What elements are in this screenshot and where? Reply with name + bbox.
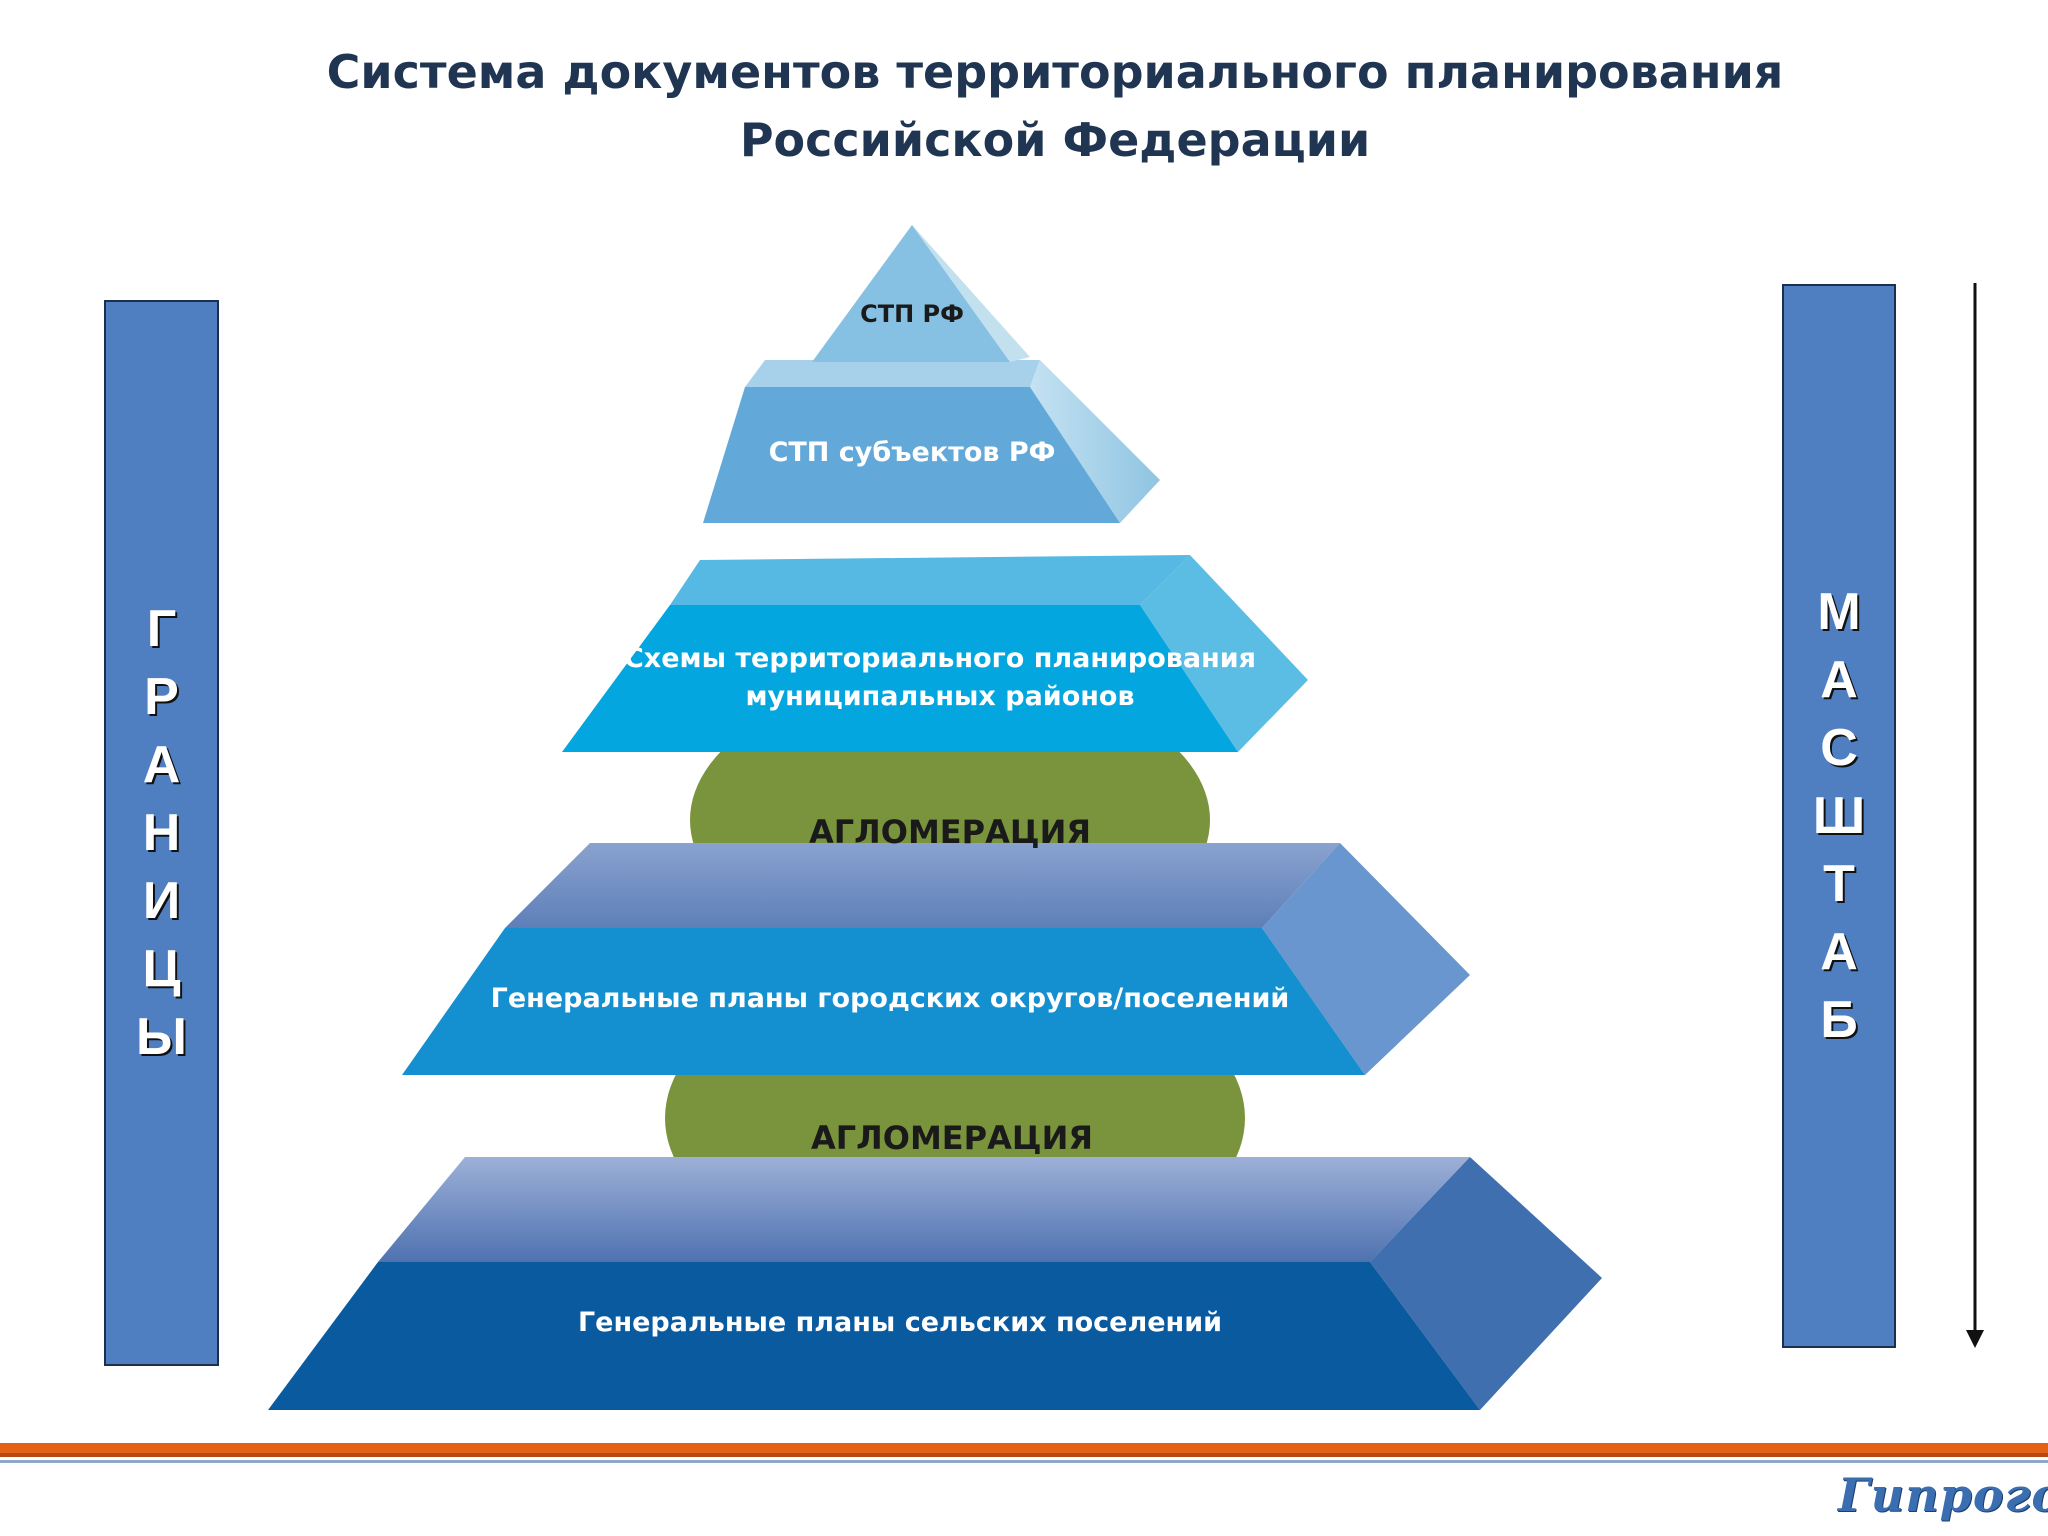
scale-letter: А [1820, 651, 1858, 709]
scale-bar: М А С Ш Т А Б [1782, 284, 1896, 1348]
scale-letter: С [1820, 719, 1858, 777]
tier-city-label: Генеральные планы городских округов/посе… [490, 983, 1290, 1014]
tier-subjects [703, 360, 1160, 523]
borders-letter: Р [144, 668, 179, 726]
borders-letter: Н [142, 804, 181, 862]
tier-city-plans [402, 843, 1470, 1075]
borders-bar: Г Р А Н И Ц Ы [104, 300, 219, 1366]
footer-line-blue [0, 1460, 2048, 1463]
tier-federal [812, 225, 1030, 362]
tier-municipal-label-line-2: муниципальных районов [745, 681, 1135, 712]
tier-subjects-label: СТП субъектов РФ [768, 437, 1056, 468]
company-logo: Гипрогор [1838, 1468, 2048, 1522]
scale-letter: Ш [1812, 787, 1866, 845]
footer-line-orange [0, 1443, 2048, 1453]
borders-letter: И [142, 872, 181, 930]
scale-letter: Т [1823, 855, 1855, 913]
scale-letter: А [1820, 923, 1858, 981]
borders-letter: Ц [142, 940, 181, 998]
page-title: Система документов территориального план… [0, 38, 2048, 174]
borders-letter: Ы [136, 1008, 187, 1066]
agglomeration-1-label: АГЛОМЕРАЦИЯ [809, 813, 1091, 851]
tier-federal-label: СТП РФ [860, 300, 964, 328]
title-line-1: Система документов территориального план… [326, 45, 1784, 99]
tier-rural-settlements [268, 1157, 1602, 1410]
footer-line-dark-orange [0, 1453, 2048, 1457]
tier-rural-label: Генеральные планы сельских поселений [577, 1307, 1223, 1338]
scale-arrow [1966, 283, 1984, 1348]
scale-letter: М [1817, 583, 1861, 641]
borders-letter: А [142, 736, 181, 794]
borders-letter: Г [146, 600, 177, 658]
tier-municipal-label: Схемы территориального планирования муни… [580, 640, 1300, 716]
agglomeration-2-label: АГЛОМЕРАЦИЯ [811, 1119, 1093, 1157]
title-line-2: Российской Федерации [739, 113, 1371, 167]
tier-municipal-label-line-1: Схемы территориального планирования [623, 643, 1257, 674]
tier-municipal-schemes [562, 555, 1308, 752]
scale-letter: Б [1820, 991, 1858, 1049]
